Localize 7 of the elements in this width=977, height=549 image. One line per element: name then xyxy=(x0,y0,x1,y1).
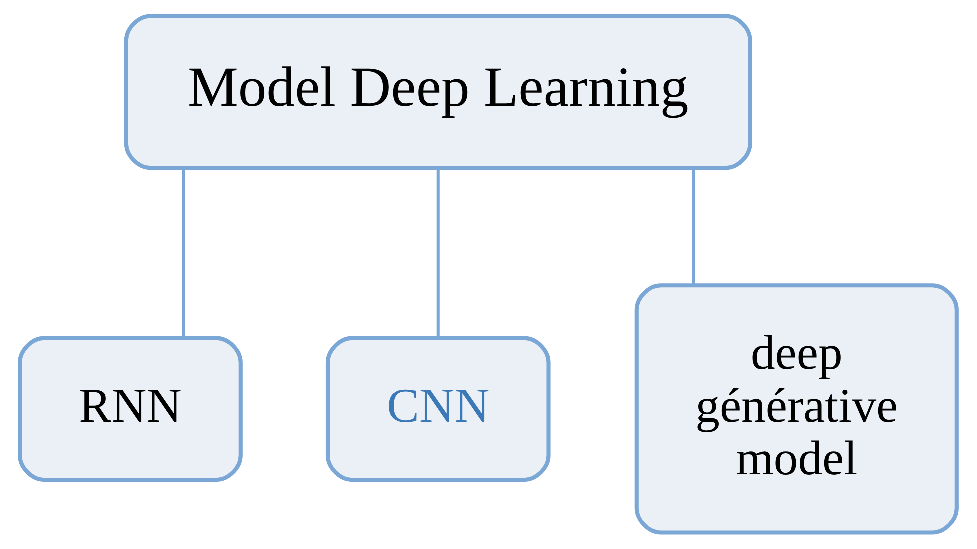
connector xyxy=(692,168,696,286)
node-box: deep générative model xyxy=(634,284,959,535)
node-box: CNN xyxy=(326,336,551,482)
node-box: Model Deep Learning xyxy=(124,14,752,170)
node-box: RNN xyxy=(18,336,243,482)
connector xyxy=(182,168,186,338)
connector xyxy=(436,168,440,338)
